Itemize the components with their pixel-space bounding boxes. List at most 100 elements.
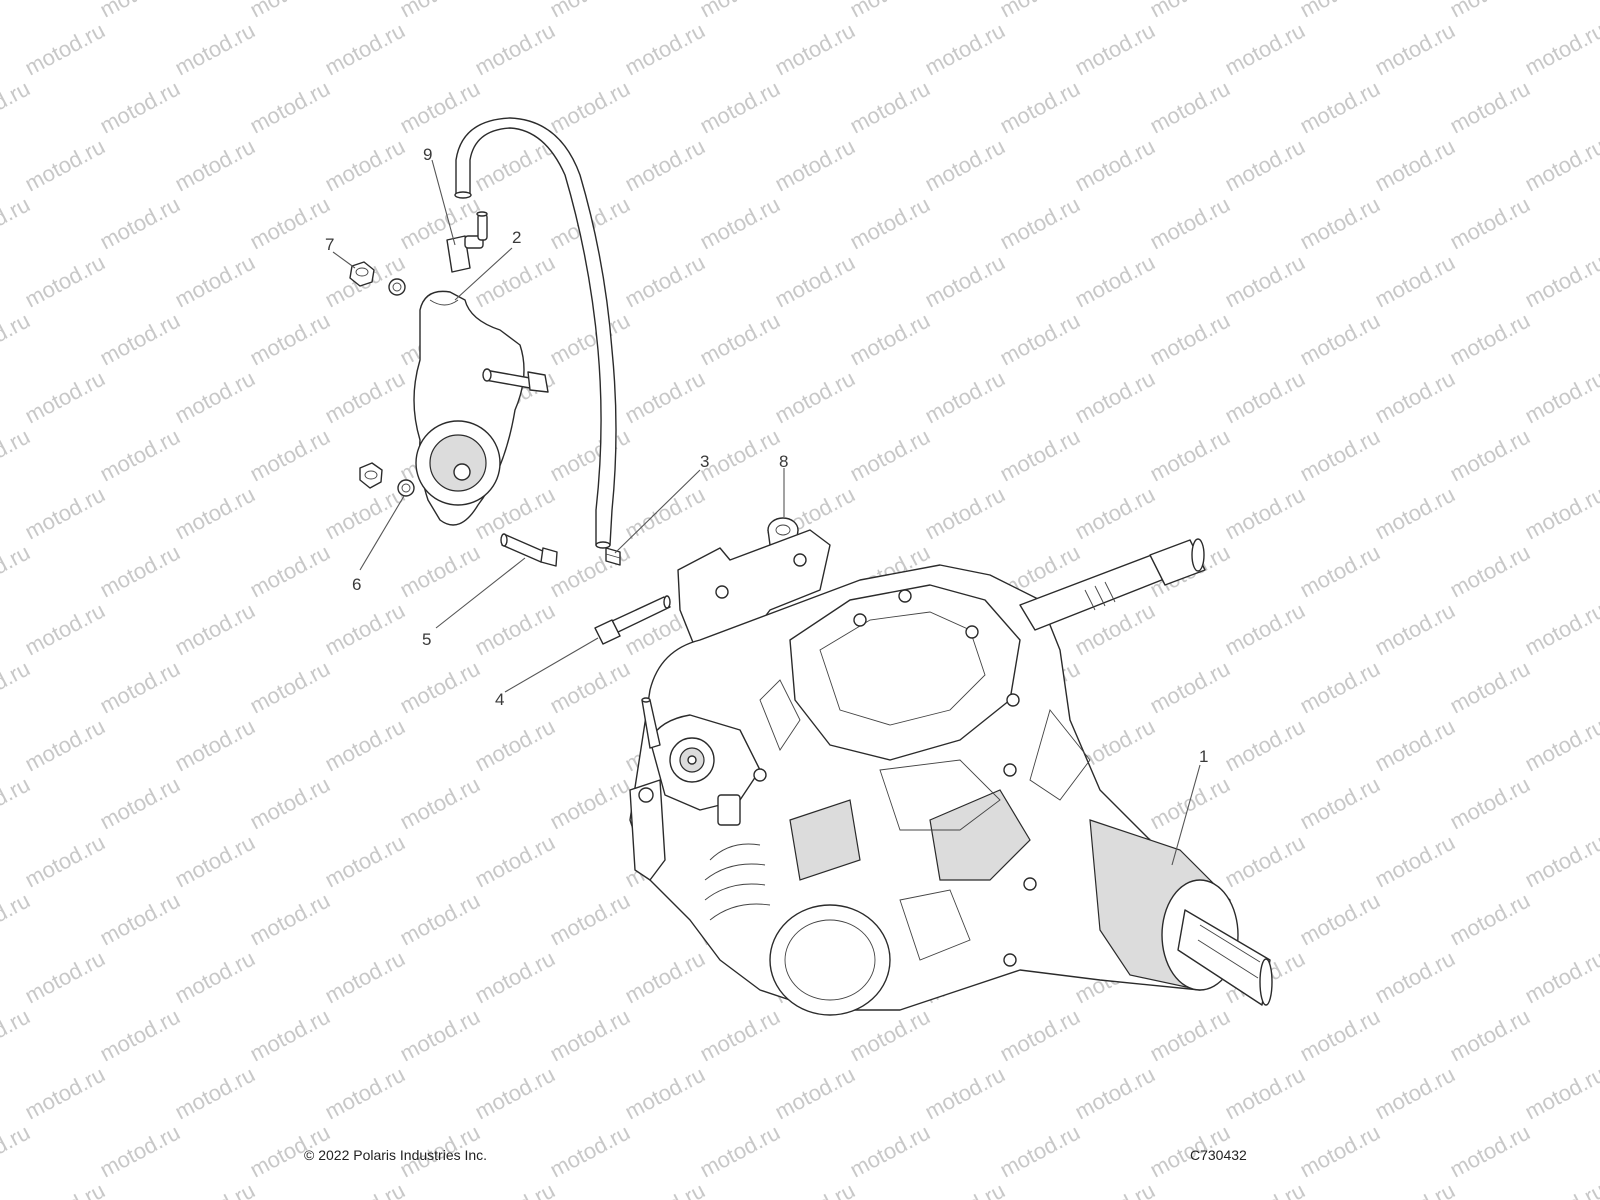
watermark-text: motod.ru — [396, 772, 484, 835]
watermark-text: motod.ru — [96, 0, 184, 22]
watermark-text: motod.ru — [1221, 134, 1309, 197]
watermark-text: motod.ru — [621, 366, 709, 429]
watermark-text: motod.ru — [321, 134, 409, 197]
watermark-text: motod.ru — [1446, 772, 1534, 835]
watermark-text: motod.ru — [171, 250, 259, 313]
watermark-text: motod.ru — [246, 76, 334, 139]
watermark-text: motod.ru — [546, 76, 634, 139]
watermark-text: motod.ru — [21, 1062, 109, 1125]
watermark-text: motod.ru — [921, 366, 1009, 429]
callout-3: 3 — [700, 452, 709, 471]
watermark-text: motod.ru — [396, 1004, 484, 1067]
watermark-text: motod.ru — [171, 714, 259, 777]
watermark-text: motod.ru — [0, 424, 34, 487]
watermark-text: motod.ru — [1296, 308, 1384, 371]
copyright-text: © 2022 Polaris Industries Inc. — [304, 1147, 488, 1163]
watermark-text: motod.ru — [471, 250, 559, 313]
watermark-text: motod.ru — [471, 598, 559, 661]
watermark-text: motod.ru — [1521, 1062, 1600, 1125]
watermark-text: motod.ru — [1071, 366, 1159, 429]
watermark-text: motod.ru — [1071, 18, 1159, 81]
watermark-text: motod.ru — [1521, 18, 1600, 81]
watermark-text: motod.ru — [321, 830, 409, 893]
watermark-text: motod.ru — [0, 888, 34, 951]
watermark-text: motod.ru — [96, 424, 184, 487]
watermark-text: motod.ru — [1221, 250, 1309, 313]
watermark-text: motod.ru — [171, 482, 259, 545]
watermark-text: motod.ru — [1596, 1120, 1600, 1183]
watermark-text: motod.ru — [1596, 772, 1600, 835]
watermark-text: motod.ru — [846, 192, 934, 255]
watermark-text: motod.ru — [921, 250, 1009, 313]
watermark-text: motod.ru — [0, 1004, 34, 1067]
watermark-text: motod.ru — [771, 250, 859, 313]
watermark-text: motod.ru — [1596, 308, 1600, 371]
watermark-text: motod.ru — [1221, 830, 1309, 893]
watermark-text: motod.ru — [546, 0, 634, 22]
watermark-text: motod.ru — [996, 424, 1084, 487]
watermark-text: motod.ru — [171, 830, 259, 893]
watermark-text: motod.ru — [396, 888, 484, 951]
washer-top — [388, 278, 406, 296]
nut-lower — [359, 462, 383, 489]
watermark-text: motod.ru — [1371, 1178, 1459, 1200]
watermark-text: motod.ru — [696, 308, 784, 371]
watermark-text: motod.ru — [246, 0, 334, 22]
watermark-text: motod.ru — [1146, 656, 1234, 719]
callout-6: 6 — [352, 575, 361, 594]
watermark-text: motod.ru — [96, 76, 184, 139]
watermark-text: motod.ru — [996, 308, 1084, 371]
watermark-text: motod.ru — [771, 1062, 859, 1125]
watermark-text: motod.ru — [1446, 656, 1534, 719]
watermark-text: motod.ru — [21, 1178, 109, 1200]
watermark-text: motod.ru — [321, 1062, 409, 1125]
watermark-text: motod.ru — [171, 18, 259, 81]
watermark-text: motod.ru — [171, 1178, 259, 1200]
watermark-text: motod.ru — [246, 888, 334, 951]
watermark-text: motod.ru — [546, 424, 634, 487]
watermark-text: motod.ru — [1596, 1004, 1600, 1067]
watermark-text: motod.ru — [1371, 134, 1459, 197]
callout-8: 8 — [779, 452, 788, 471]
watermark-text: motod.ru — [96, 1120, 184, 1183]
watermark-text: motod.ru — [1596, 888, 1600, 951]
watermark-text: motod.ru — [246, 424, 334, 487]
case-bolts — [753, 589, 1037, 967]
callout-7: 7 — [325, 235, 334, 254]
breather-hose — [454, 117, 617, 549]
watermark-text: motod.ru — [846, 1004, 934, 1067]
watermark-text: motod.ru — [246, 656, 334, 719]
watermark-text: motod.ru — [96, 192, 184, 255]
callout-labels: 1 2 3 4 5 6 7 8 9 — [325, 145, 1208, 766]
watermark-text: motod.ru — [1296, 424, 1384, 487]
watermark-text: motod.ru — [321, 366, 409, 429]
watermark-text: motod.ru — [1371, 366, 1459, 429]
watermark-text: motod.ru — [771, 134, 859, 197]
watermark-text: motod.ru — [1371, 598, 1459, 661]
watermark-text: motod.ru — [1446, 540, 1534, 603]
watermark-text: motod.ru — [21, 18, 109, 81]
pump-bolt — [482, 368, 549, 393]
callout-1: 1 — [1199, 747, 1208, 766]
bolt-4 — [594, 595, 671, 645]
watermark-text: motod.ru — [546, 656, 634, 719]
watermark-text: motod.ru — [1596, 192, 1600, 255]
watermark-text: motod.ru — [996, 192, 1084, 255]
watermark-text: motod.ru — [21, 482, 109, 545]
bolt-5 — [500, 533, 558, 567]
watermark-text: motod.ru — [21, 366, 109, 429]
drawing-id: C730432 — [1190, 1147, 1247, 1163]
watermark-text: motod.ru — [621, 250, 709, 313]
watermark-text: motod.ru — [1296, 1120, 1384, 1183]
watermark-text: motod.ru — [321, 598, 409, 661]
watermark-text: motod.ru — [1146, 0, 1234, 22]
watermark-text: motod.ru — [1146, 1004, 1234, 1067]
watermark-text: motod.ru — [921, 1178, 1009, 1200]
watermark-text: motod.ru — [1371, 714, 1459, 777]
watermark-text: motod.ru — [921, 482, 1009, 545]
watermark-text: motod.ru — [846, 1120, 934, 1183]
watermark-text: motod.ru — [96, 308, 184, 371]
watermark-text: motod.ru — [1371, 830, 1459, 893]
watermark-text: motod.ru — [1071, 134, 1159, 197]
watermark-text: motod.ru — [21, 714, 109, 777]
